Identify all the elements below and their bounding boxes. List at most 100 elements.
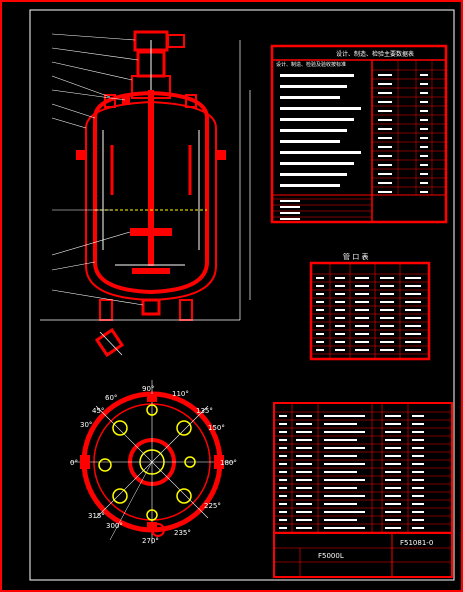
illegible-text-placeholder <box>380 325 394 327</box>
illegible-text-placeholder <box>280 151 361 154</box>
illegible-text-placeholder <box>378 155 392 157</box>
illegible-text-placeholder <box>385 439 401 441</box>
illegible-text-placeholder <box>405 349 421 351</box>
illegible-text-placeholder <box>385 487 401 489</box>
support-lug-left <box>76 150 86 160</box>
illegible-text-placeholder <box>296 479 312 481</box>
vessel-name: F5000L <box>318 552 344 560</box>
design-table-title: 设计、制造、检验主要数据表 <box>336 50 414 58</box>
illegible-text-placeholder <box>279 423 287 425</box>
illegible-text-placeholder <box>385 455 401 457</box>
illegible-text-placeholder <box>296 431 312 433</box>
illegible-text-placeholder <box>316 341 324 343</box>
illegible-text-placeholder <box>335 325 345 327</box>
illegible-text-placeholder <box>280 74 354 77</box>
illegible-text-placeholder <box>385 423 401 425</box>
illegible-text-placeholder <box>279 455 287 457</box>
illegible-text-placeholder <box>279 487 287 489</box>
illegible-text-placeholder <box>420 128 428 130</box>
angle-270: 270° <box>142 537 159 545</box>
illegible-text-placeholder <box>420 119 428 121</box>
illegible-text-placeholder <box>324 503 357 505</box>
illegible-text-placeholder <box>405 317 421 319</box>
nozzle-table: 管 口 表 <box>309 252 431 361</box>
illegible-text-placeholder <box>412 415 424 417</box>
illegible-text-placeholder <box>316 285 324 287</box>
drawing-number: F51081-0 <box>400 539 433 547</box>
angle-315: 315° <box>88 512 105 520</box>
illegible-text-placeholder <box>296 519 312 521</box>
illegible-text-placeholder <box>378 128 392 130</box>
illegible-text-placeholder <box>316 325 324 327</box>
illegible-text-placeholder <box>378 164 392 166</box>
plan-nozzles <box>98 404 196 521</box>
illegible-text-placeholder <box>296 415 312 417</box>
illegible-text-placeholder <box>405 309 421 311</box>
illegible-text-placeholder <box>280 162 354 165</box>
illegible-text-placeholder <box>296 487 312 489</box>
illegible-text-placeholder <box>324 423 357 425</box>
illegible-text-placeholder <box>335 333 345 335</box>
illegible-text-placeholder <box>412 447 424 449</box>
illegible-text-placeholder <box>385 471 401 473</box>
illegible-text-placeholder <box>412 503 424 505</box>
impeller-lower <box>132 268 170 274</box>
illegible-text-placeholder <box>324 479 365 481</box>
impeller-upper <box>130 228 172 236</box>
illegible-text-placeholder <box>279 439 287 441</box>
illegible-text-placeholder <box>412 423 424 425</box>
illegible-text-placeholder <box>412 479 424 481</box>
illegible-text-placeholder <box>385 495 401 497</box>
illegible-text-placeholder <box>405 293 421 295</box>
angle-135: 135° <box>196 407 213 415</box>
illegible-text-placeholder <box>355 309 369 311</box>
angle-30: 30° <box>80 421 92 429</box>
angle-90: 90° <box>142 385 154 393</box>
illegible-text-placeholder <box>335 309 345 311</box>
illegible-text-placeholder <box>412 455 424 457</box>
vessel-elevation-view <box>40 30 251 358</box>
illegible-text-placeholder <box>296 503 312 505</box>
illegible-text-placeholder <box>405 333 421 335</box>
illegible-text-placeholder <box>280 129 347 132</box>
illegible-text-placeholder <box>324 463 365 465</box>
illegible-text-placeholder <box>296 439 312 441</box>
illegible-text-placeholder <box>380 293 394 295</box>
illegible-text-placeholder <box>420 137 428 139</box>
illegible-text-placeholder <box>280 212 300 214</box>
illegible-text-placeholder <box>335 341 345 343</box>
illegible-text-placeholder <box>355 333 369 335</box>
nozzle-table-title: 管 口 表 <box>343 252 368 261</box>
agitator-shaft <box>148 90 154 266</box>
illegible-text-placeholder <box>380 301 394 303</box>
vessel-jacket <box>85 100 217 302</box>
illegible-text-placeholder <box>412 487 424 489</box>
illegible-text-placeholder <box>280 173 347 176</box>
illegible-text-placeholder <box>296 471 312 473</box>
illegible-text-placeholder <box>296 495 312 497</box>
illegible-text-placeholder <box>316 301 324 303</box>
illegible-text-placeholder <box>378 173 392 175</box>
illegible-text-placeholder <box>279 511 287 513</box>
illegible-text-placeholder <box>324 511 365 513</box>
illegible-text-placeholder <box>380 333 394 335</box>
angle-300: 300° <box>106 522 123 530</box>
illegible-text-placeholder <box>405 301 421 303</box>
detail-view <box>94 327 125 358</box>
illegible-text-placeholder <box>280 140 340 143</box>
illegible-text-placeholder <box>378 182 392 184</box>
illegible-text-placeholder <box>280 85 347 88</box>
illegible-text-placeholder <box>324 455 357 457</box>
design-data-table: 设计、制造、检验主要数据表 设计、制造、检验及验收按标准 <box>270 44 448 224</box>
illegible-text-placeholder <box>316 293 324 295</box>
illegible-text-placeholder <box>280 206 300 208</box>
angle-60: 60° <box>105 394 117 402</box>
illegible-text-placeholder <box>412 495 424 497</box>
illegible-text-placeholder <box>420 83 428 85</box>
illegible-text-placeholder <box>279 471 287 473</box>
illegible-text-placeholder <box>378 191 392 193</box>
illegible-text-placeholder <box>355 301 369 303</box>
illegible-text-placeholder <box>420 164 428 166</box>
illegible-text-placeholder <box>412 463 424 465</box>
illegible-text-placeholder <box>324 447 365 449</box>
